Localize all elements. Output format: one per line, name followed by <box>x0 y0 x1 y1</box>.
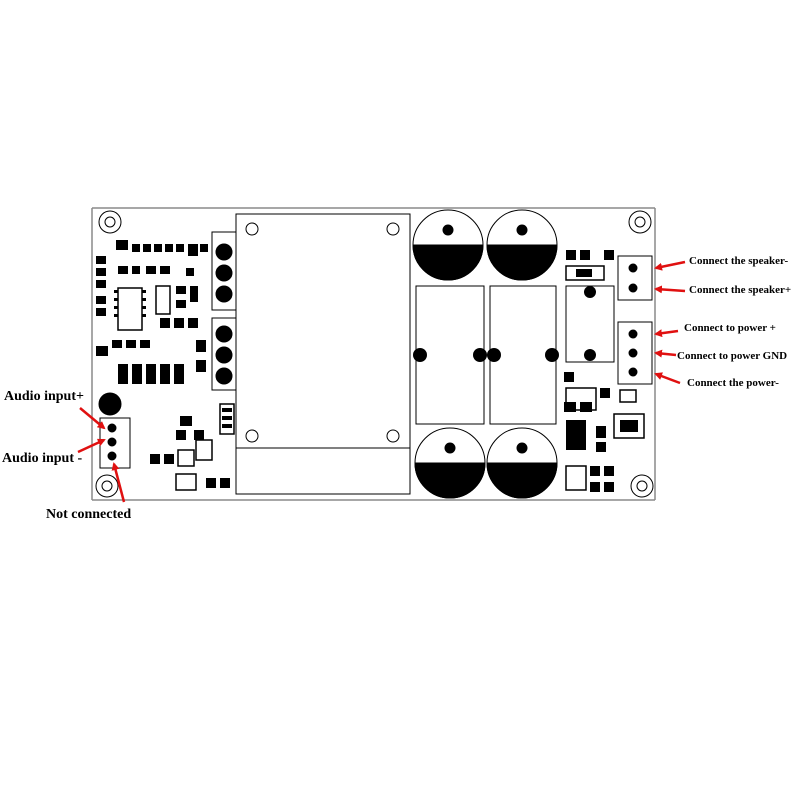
capacitor-bottom-right <box>486 427 558 499</box>
label-speaker-plus: Connect the speaker+ <box>689 284 792 296</box>
arrow-audio-in-plus <box>79 407 106 430</box>
smd-components <box>96 240 645 492</box>
label-audio-input-plus: Audio input+ <box>4 389 84 404</box>
speaker-connector <box>617 255 653 301</box>
label-audio-input-minus: Audio input - <box>2 451 83 466</box>
capacitor-top-left <box>412 209 484 281</box>
power-connector <box>617 321 653 385</box>
arrow-power-gnd <box>654 349 677 358</box>
label-speaker-minus: Connect the speaker- <box>689 255 789 267</box>
callout-arrows <box>77 260 686 503</box>
terminal-block-left <box>211 231 237 391</box>
arrow-not-connected <box>111 462 126 503</box>
resistor-pads <box>413 286 596 362</box>
transformer-outline <box>235 213 411 495</box>
arrow-power-plus <box>654 329 679 338</box>
arrow-speaker-plus <box>654 285 686 294</box>
label-power-minus: Connect the power- <box>687 377 779 389</box>
capacitors <box>412 209 558 499</box>
mounting-holes <box>95 210 654 498</box>
board-outline <box>91 207 656 501</box>
capacitor-top-right <box>486 209 558 281</box>
capacitor-bottom-left <box>414 427 486 499</box>
arrow-power-minus <box>654 372 681 385</box>
label-power-gnd: Connect to power GND <box>677 350 788 362</box>
arrow-audio-in-minus <box>77 438 106 454</box>
arrow-speaker-minus <box>654 260 686 271</box>
audio-input-connector <box>98 392 131 469</box>
label-not-connected: Not connected <box>46 507 132 522</box>
label-power-plus: Connect to power + <box>684 322 776 334</box>
